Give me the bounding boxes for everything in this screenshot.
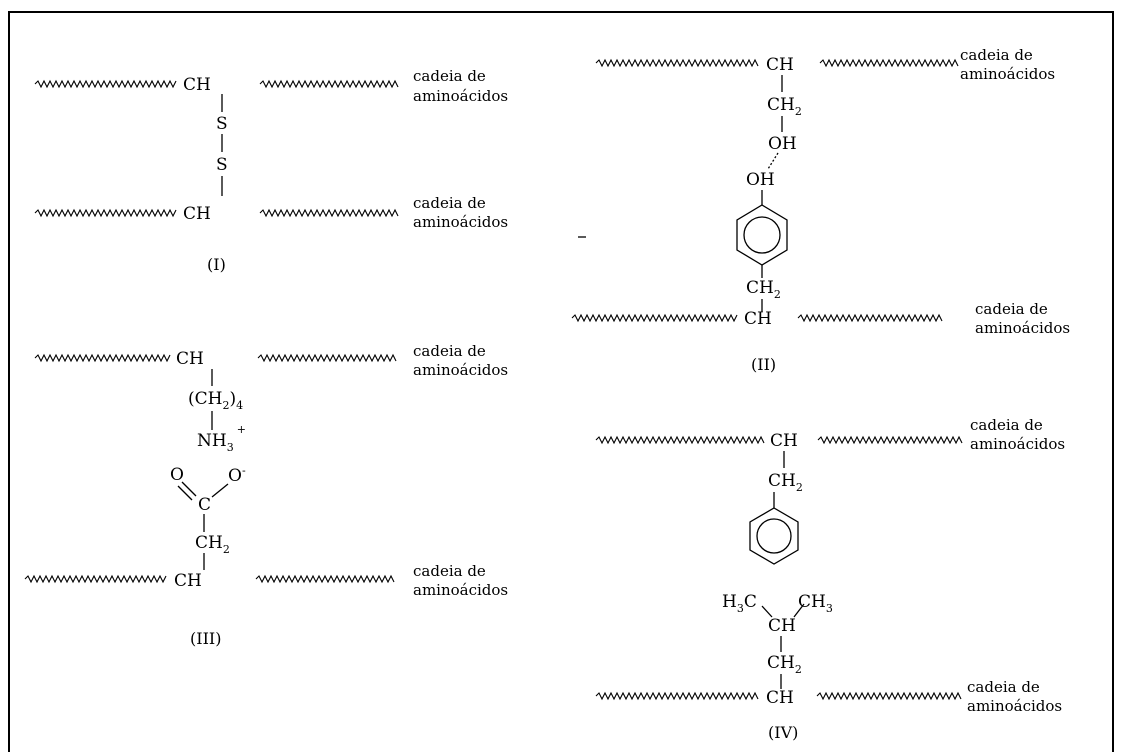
chain-wave <box>571 313 738 323</box>
atom-ch: CH <box>176 349 204 369</box>
structure-numeral: (I) <box>207 255 226 274</box>
atom-o: O- <box>228 464 246 486</box>
atom-s: S <box>216 114 228 134</box>
chain-group: (CH2)4 <box>188 389 243 412</box>
chain-label: cadeia de <box>970 416 1043 434</box>
chain-wave <box>255 574 395 584</box>
chain-wave <box>817 435 963 445</box>
chain-wave <box>24 574 167 584</box>
atom-ch: CH <box>766 55 794 75</box>
chain-wave <box>816 691 962 701</box>
chain-wave <box>595 691 759 701</box>
chain-wave <box>34 353 171 363</box>
bond <box>211 483 229 498</box>
chain-label: aminoácidos <box>960 65 1055 83</box>
chain-wave <box>259 79 399 89</box>
chain-label: cadeia de <box>975 300 1048 318</box>
chain-label: cadeia de <box>960 46 1033 64</box>
structure-ii: CH CH2 OH OH CH2 CH (II) cadeia de amino… <box>571 46 1070 374</box>
chain-wave <box>595 435 765 445</box>
benzene-ring-aromatic <box>743 216 781 254</box>
chain-label: cadeia de <box>967 678 1040 696</box>
atom-c: C <box>198 495 211 515</box>
chain-label: cadeia de <box>413 67 486 85</box>
chain-wave <box>819 58 959 68</box>
atom-ch: CH <box>183 75 211 95</box>
structure-numeral: (II) <box>751 355 776 374</box>
structure-iii: CH (CH2)4 NH3+ O O- C CH2 CH (III) cadei… <box>24 342 508 648</box>
chain-wave <box>34 208 177 218</box>
methyl-left: H3C <box>722 592 757 615</box>
structure-i: CH S S CH (I) cadeia de aminoácidos cade… <box>34 67 508 274</box>
benzene-ring-aromatic <box>756 518 792 554</box>
bond <box>761 605 773 618</box>
chain-label: aminoácidos <box>967 697 1062 715</box>
chain-label: aminoácidos <box>413 581 508 599</box>
chain-label: aminoácidos <box>413 87 508 105</box>
chain-label: aminoácidos <box>413 361 508 379</box>
atom-ch2: CH2 <box>767 95 802 118</box>
bond <box>181 481 197 497</box>
bond <box>177 485 193 501</box>
chain-label: cadeia de <box>413 342 486 360</box>
chain-label: aminoácidos <box>970 435 1065 453</box>
atom-ch: CH <box>766 688 794 708</box>
chain-wave <box>34 79 177 89</box>
benzene-ring <box>749 507 799 565</box>
structure-numeral: (IV) <box>768 723 798 742</box>
atom-s: S <box>216 155 228 175</box>
chain-wave <box>257 353 397 363</box>
atom-ch2: CH2 <box>767 653 802 676</box>
chain-label: cadeia de <box>413 194 486 212</box>
atom-ch2: CH2 <box>768 471 803 494</box>
atom-ch: CH <box>770 431 798 451</box>
chain-label: aminoácidos <box>975 319 1070 337</box>
hydrogen-bond <box>767 152 779 170</box>
atom-ch: CH <box>174 571 202 591</box>
structure-numeral: (III) <box>190 629 221 648</box>
atom-oh: OH <box>768 134 797 154</box>
figure-frame <box>8 11 1114 752</box>
atom-ch2: CH2 <box>746 278 781 301</box>
atom-o: O <box>170 465 184 485</box>
chain-wave <box>595 58 759 68</box>
chain-wave <box>259 208 399 218</box>
chain-label: cadeia de <box>413 562 486 580</box>
atom-oh: OH <box>746 170 775 190</box>
methyl-right: CH3 <box>798 592 833 615</box>
chain-label: aminoácidos <box>413 213 508 231</box>
chain-wave <box>797 313 943 323</box>
amine-group: NH3+ <box>197 423 246 454</box>
bond <box>793 603 805 618</box>
atom-ch: CH <box>744 309 772 329</box>
atom-ch2: CH2 <box>195 533 230 556</box>
atom-ch: CH <box>768 616 796 636</box>
atom-ch: CH <box>183 204 211 224</box>
structure-iv: CH CH2 H3C CH3 CH CH2 CH (IV) cadeia de … <box>595 416 1065 742</box>
